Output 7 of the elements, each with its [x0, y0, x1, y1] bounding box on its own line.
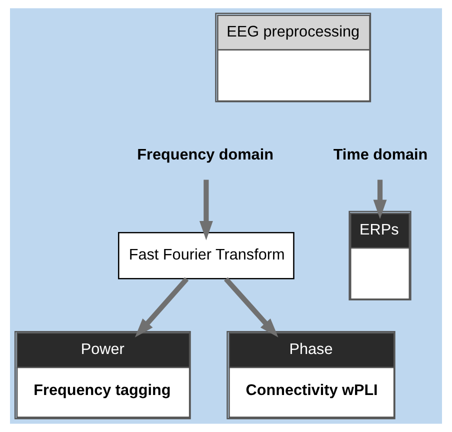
node-text: Frequency domain — [137, 146, 274, 164]
node-box: Fast Fourier Transform — [118, 232, 294, 280]
arrow — [224, 277, 278, 338]
arrow — [134, 277, 189, 338]
arrow — [199, 180, 213, 240]
node-text: Time domain — [333, 146, 428, 164]
arrow — [373, 180, 387, 219]
